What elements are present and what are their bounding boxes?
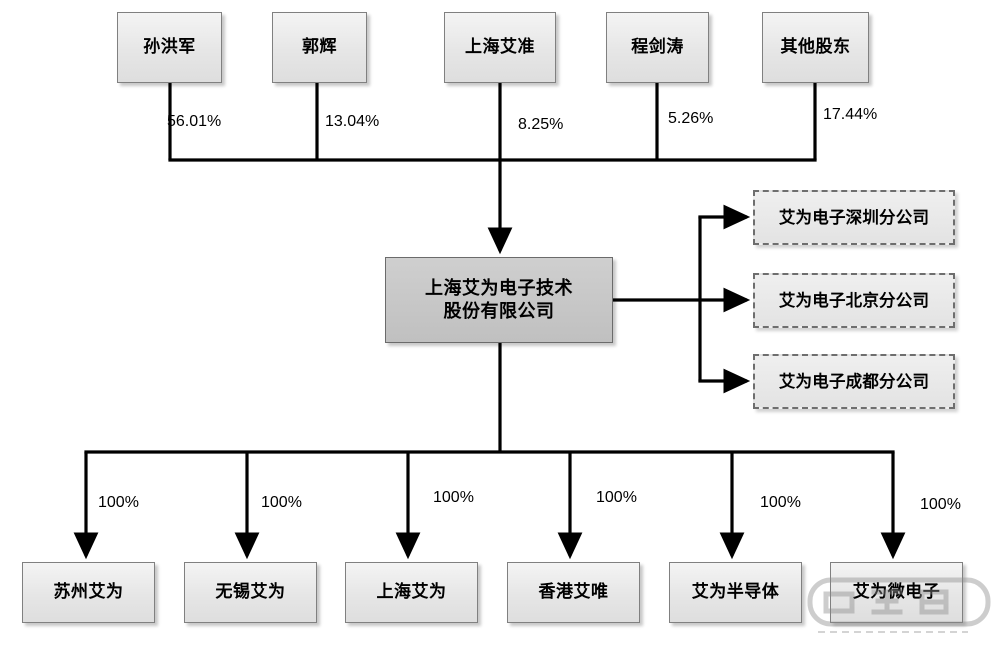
branch-office-node-2[interactable]: 艾为电子北京分公司 <box>753 273 955 328</box>
subsidiary-node-1[interactable]: 苏州艾为 <box>22 562 155 623</box>
shareholder-label: 其他股东 <box>780 36 851 57</box>
subsidiary-node-6[interactable]: 艾为微电子 <box>830 562 963 623</box>
subsidiary-node-4[interactable]: 香港艾唯 <box>507 562 640 623</box>
subsidiary-percent-2: 100% <box>261 494 302 511</box>
shareholder-node-5[interactable]: 其他股东 <box>762 12 869 83</box>
subsidiary-percent-3: 100% <box>433 489 474 506</box>
ownership-percent-2: 13.04% <box>325 113 380 130</box>
branch-office-label: 艾为电子深圳分公司 <box>778 207 930 227</box>
branch-office-label: 艾为电子成都分公司 <box>778 371 930 391</box>
shareholder-label: 孙洪军 <box>143 36 196 57</box>
main-company-node[interactable]: 上海艾为电子技术 股份有限公司 <box>385 257 613 343</box>
shareholder-label: 程剑涛 <box>631 36 684 57</box>
subsidiary-percent-4: 100% <box>596 489 637 506</box>
shareholder-node-4[interactable]: 程剑涛 <box>606 12 709 83</box>
branch-office-node-3[interactable]: 艾为电子成都分公司 <box>753 354 955 409</box>
subsidiary-node-5[interactable]: 艾为半导体 <box>669 562 802 623</box>
branch-office-node-1[interactable]: 艾为电子深圳分公司 <box>753 190 955 245</box>
subsidiary-label: 上海艾为 <box>376 581 447 602</box>
shareholder-label: 郭辉 <box>302 36 337 57</box>
ownership-percent-1: 56.01% <box>167 113 222 130</box>
subsidiary-label: 艾为半导体 <box>691 581 780 602</box>
ownership-percent-3: 8.25% <box>518 116 564 133</box>
ownership-percent-5: 17.44% <box>823 106 878 123</box>
shareholder-label: 上海艾准 <box>465 36 535 57</box>
shareholder-node-1[interactable]: 孙洪军 <box>117 12 222 83</box>
subsidiary-label: 无锡艾为 <box>215 581 286 602</box>
subsidiary-label: 艾为微电子 <box>852 581 941 602</box>
subsidiary-node-2[interactable]: 无锡艾为 <box>184 562 317 623</box>
subsidiary-label: 苏州艾为 <box>53 581 124 602</box>
main-company-line-2: 股份有限公司 <box>443 301 555 322</box>
subsidiary-percent-5: 100% <box>760 494 801 511</box>
subsidiary-label: 香港艾唯 <box>538 581 609 602</box>
subsidiary-node-3[interactable]: 上海艾为 <box>345 562 478 623</box>
ownership-percent-4: 5.26% <box>668 110 714 127</box>
shareholder-node-3[interactable]: 上海艾准 <box>444 12 556 83</box>
main-company-line-1: 上海艾为电子技术 <box>425 277 573 299</box>
shareholder-node-2[interactable]: 郭辉 <box>272 12 367 83</box>
branch-office-label: 艾为电子北京分公司 <box>778 290 930 310</box>
subsidiary-percent-6: 100% <box>920 496 961 513</box>
subsidiary-percent-1: 100% <box>98 494 139 511</box>
